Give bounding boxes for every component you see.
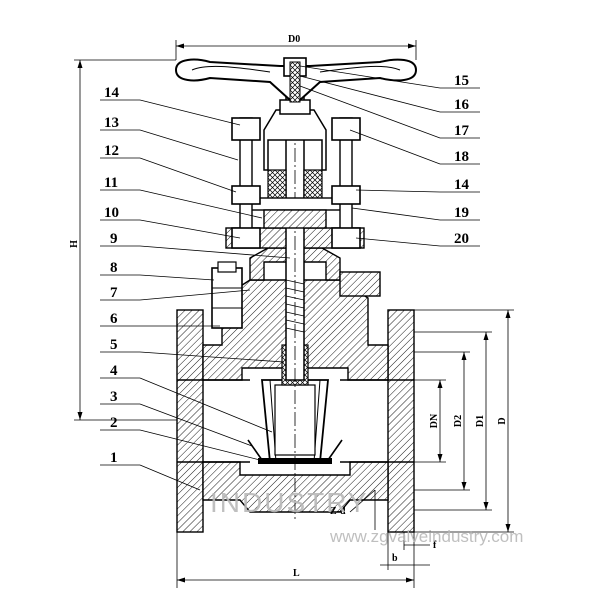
gland-packing	[245, 99, 345, 229]
part-label-8: 8	[110, 260, 118, 276]
part-label-17: 17	[454, 123, 470, 139]
watermark: INDUSTRY www.zgvalveindustry.com	[210, 487, 523, 546]
dim-label-h: H	[69, 240, 80, 248]
part-label-18: 18	[454, 149, 469, 165]
part-label-19: 19	[454, 205, 469, 221]
part-label-14-right: 14	[454, 177, 470, 193]
dimension-labels: D0 H DN D2 D1 D L Z-d b f	[69, 34, 508, 579]
part-label-15: 15	[454, 73, 469, 89]
part-numbers-right: 15 16 17 18 14 19 20	[454, 73, 470, 247]
dim-label-l: L	[293, 568, 300, 579]
part-label-13: 13	[104, 115, 119, 131]
part-label-11: 11	[104, 175, 118, 191]
leader-lines	[100, 65, 480, 491]
handwheel	[174, 57, 418, 103]
part-label-16: 16	[454, 97, 470, 113]
dim-label-d: D	[497, 417, 508, 424]
dim-label-d1: D1	[475, 415, 486, 427]
part-label-20: 20	[454, 231, 469, 247]
dim-label-dn: DN	[429, 413, 440, 428]
part-label-10: 10	[104, 205, 119, 221]
part-label-4: 4	[110, 363, 118, 379]
watermark-url: www.zgvalveindustry.com	[329, 527, 523, 546]
gland-bolts	[211, 117, 361, 329]
dim-label-d2: D2	[453, 415, 464, 427]
dim-label-zd: Z-d	[330, 506, 346, 517]
part-label-3: 3	[110, 389, 118, 405]
part-numbers-left: 14 13 12 11 10 9 8 7 6 5 4 3 2 1	[104, 85, 120, 466]
dimension-lines	[74, 40, 514, 588]
part-label-14-left: 14	[104, 85, 120, 101]
part-label-12: 12	[104, 143, 119, 159]
part-label-1: 1	[110, 450, 118, 466]
dim-label-f: f	[433, 540, 437, 551]
part-label-6: 6	[110, 311, 118, 327]
part-label-7: 7	[110, 285, 118, 301]
part-label-5: 5	[110, 337, 118, 353]
part-label-2: 2	[110, 415, 118, 431]
dim-label-b: b	[392, 553, 398, 564]
watermark-brand: INDUSTRY	[210, 487, 369, 518]
part-label-9: 9	[110, 231, 118, 247]
dim-label-d0: D0	[288, 34, 300, 45]
